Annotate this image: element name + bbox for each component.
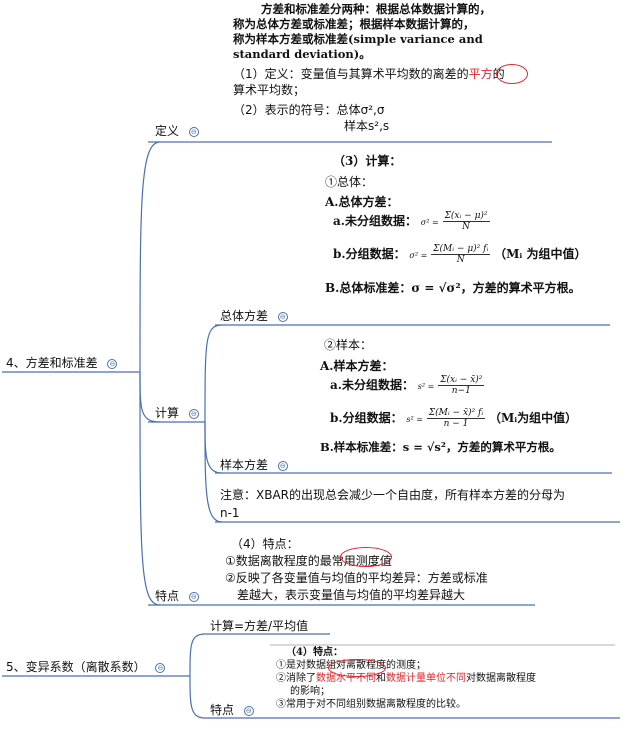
node-cv-compute[interactable]: 计算=方差/平均值: [210, 619, 308, 633]
cv-features-highlight: 数据水平不同: [316, 673, 376, 684]
formula-denominator: n−1: [451, 386, 471, 396]
definition-item1: （1）定义：变量值与其算术平均数的离差的: [233, 67, 469, 81]
collapse-icon[interactable]: ⊖: [188, 408, 199, 419]
note-line: 注意：XBAR的出现总会减少一个自由度，所有样本方差的分母为: [220, 488, 566, 502]
calc-heading: （3）计算：: [333, 154, 402, 168]
formula-denominator: N: [462, 222, 470, 232]
features-text: （4）特点： ①数据离散程度的最常用测度值 ②反映了各变量值与均值的平均差异：方…: [225, 536, 555, 604]
definition-items: （1）定义：变量值与其算术平均数的离差的平方的 算术平均数； （2）表示的符号：…: [233, 66, 563, 134]
node-features-label: 特点: [155, 589, 180, 603]
cv-features-text: （4）特点： ①是对数据组对离散程度的测度； ②消除了数据水平不同和数据计量单位…: [276, 646, 626, 711]
cv-features-item: 的影响；: [290, 686, 330, 697]
formula-note: （Mᵢ为组中值）: [489, 411, 578, 425]
calc-sample-b-title: B.样本标准差：s = √s²，方差的算术平方根。: [320, 440, 561, 454]
collapse-icon[interactable]: ⊖: [277, 460, 288, 471]
collapse-icon[interactable]: ⊖: [277, 311, 288, 322]
highlight-circle: [340, 547, 392, 567]
collapse-icon[interactable]: ⊖: [188, 126, 199, 137]
calc-population-sub: ①总体：: [325, 175, 374, 189]
node-features[interactable]: 特点 ⊖: [155, 589, 199, 603]
highlight-circle: [328, 659, 386, 677]
formula-label: a.未分组数据：: [330, 378, 414, 392]
formula-denominator: n − 1: [443, 419, 469, 429]
collapse-icon[interactable]: ⊖: [243, 705, 254, 716]
definition-para-line: standard deviation)。: [233, 47, 371, 61]
calc-sample-sub: ②样本：: [324, 338, 373, 352]
node-cv-features-label: 特点: [210, 703, 235, 717]
node-sample-variance[interactable]: 样本方差 ⊖: [220, 458, 288, 472]
node-population-variance-label: 总体方差: [220, 309, 269, 323]
formula-label: a.未分组数据：: [333, 214, 417, 228]
formula-note: （Mᵢ 为组中值）: [494, 247, 587, 261]
collapse-icon[interactable]: ⊖: [188, 591, 199, 602]
formula-numerator: Σ(xᵢ − x̄)²: [438, 375, 485, 386]
calc-population-b-title: B.总体标准差：σ = √σ²，方差的算术平方根。: [325, 281, 581, 295]
cv-features-item-part: 对数据离散程度: [466, 673, 536, 684]
population-calc: （3）计算： ①总体： A.总体方差： a.未分组数据： σ² = Σ(xᵢ −…: [325, 152, 625, 296]
node-population-variance[interactable]: 总体方差 ⊖: [220, 309, 288, 323]
cv-features-item: ③常用于对不同组别数据离散程度的比较。: [276, 699, 466, 710]
cv-features-item-part: ②消除了: [276, 673, 316, 684]
note-text: 注意：XBAR的出现总会减少一个自由度，所有样本方差的分母为 n-1: [220, 486, 620, 522]
features-heading: （4）特点：: [231, 537, 299, 551]
node-cv-features[interactable]: 特点 ⊖: [210, 703, 254, 717]
collapse-icon[interactable]: ⊖: [155, 662, 166, 673]
formula-label: b.分组数据：: [333, 247, 406, 261]
definition-highlight: 平方: [468, 67, 493, 81]
cv-features-highlight: 数据计量单位不同: [386, 673, 466, 684]
node-compute-label: 计算: [155, 406, 180, 420]
calc-population-a-title: A.总体方差：: [325, 195, 399, 209]
cv-features-item-part: 和: [376, 673, 386, 684]
formula-numerator: Σ(Mᵢ − μ)² fᵢ: [431, 244, 491, 255]
formula-lhs: σ² =: [409, 251, 428, 260]
formula-numerator: Σ(Mᵢ − x̄)² fᵢ: [426, 408, 486, 419]
formula-lhs: s² =: [406, 415, 423, 424]
node-cv-compute-label: 计算=方差/平均值: [210, 619, 309, 633]
calc-sample-a-title: A.样本方差：: [320, 359, 394, 373]
definition-para-line: 称为总体方差或标准差；根据样本数据计算的，: [233, 17, 475, 31]
features-item: ②反映了各变量值与均值的平均差异：方差或标准: [225, 571, 488, 585]
cv-features-item: ②消除了数据水平不同和数据计量单位不同对数据离散程度: [276, 672, 626, 685]
definition-text: 方差和标准差分两种：根据总体数据计算的， 称为总体方差或标准差；根据样本数据计算…: [233, 2, 563, 62]
node-cv-label: 5、变异系数（离散系数）: [6, 660, 146, 674]
formula-lhs: s² =: [417, 382, 435, 391]
highlight-circle: [496, 64, 528, 84]
definition-item2: （2）表示的符号：总体σ²,σ: [233, 103, 385, 117]
node-definition[interactable]: 定义 ⊖: [155, 124, 199, 138]
note-line: n-1: [220, 506, 240, 520]
formula-numerator: Σ(xᵢ − μ)²: [442, 211, 490, 222]
definition-para-line: 称为样本方差或标准差(simple variance and: [233, 32, 483, 46]
node-sample-variance-label: 样本方差: [220, 458, 269, 472]
node-definition-label: 定义: [155, 124, 180, 138]
node-compute[interactable]: 计算 ⊖: [155, 406, 199, 420]
cv-features-heading: （4）特点：: [286, 647, 343, 658]
node-cv[interactable]: 5、变异系数（离散系数） ⊖: [6, 660, 166, 674]
formula-lhs: σ² =: [420, 218, 439, 227]
definition-para-line: 方差和标准差分两种：根据总体数据计算的，: [261, 2, 491, 16]
collapse-icon[interactable]: ⊖: [107, 358, 118, 369]
features-item: 差越大，表示变量值与均值的平均差异越大: [237, 588, 466, 602]
node-variance-stddev-label: 4、方差和标准差: [6, 356, 98, 370]
formula-denominator: N: [456, 255, 465, 265]
node-variance-stddev[interactable]: 4、方差和标准差 ⊖: [6, 356, 118, 370]
definition-item1-cont: 算术平均数；: [233, 83, 306, 97]
formula-label: b.分组数据：: [330, 411, 403, 425]
definition-item2b: 样本s²,s: [344, 119, 390, 133]
